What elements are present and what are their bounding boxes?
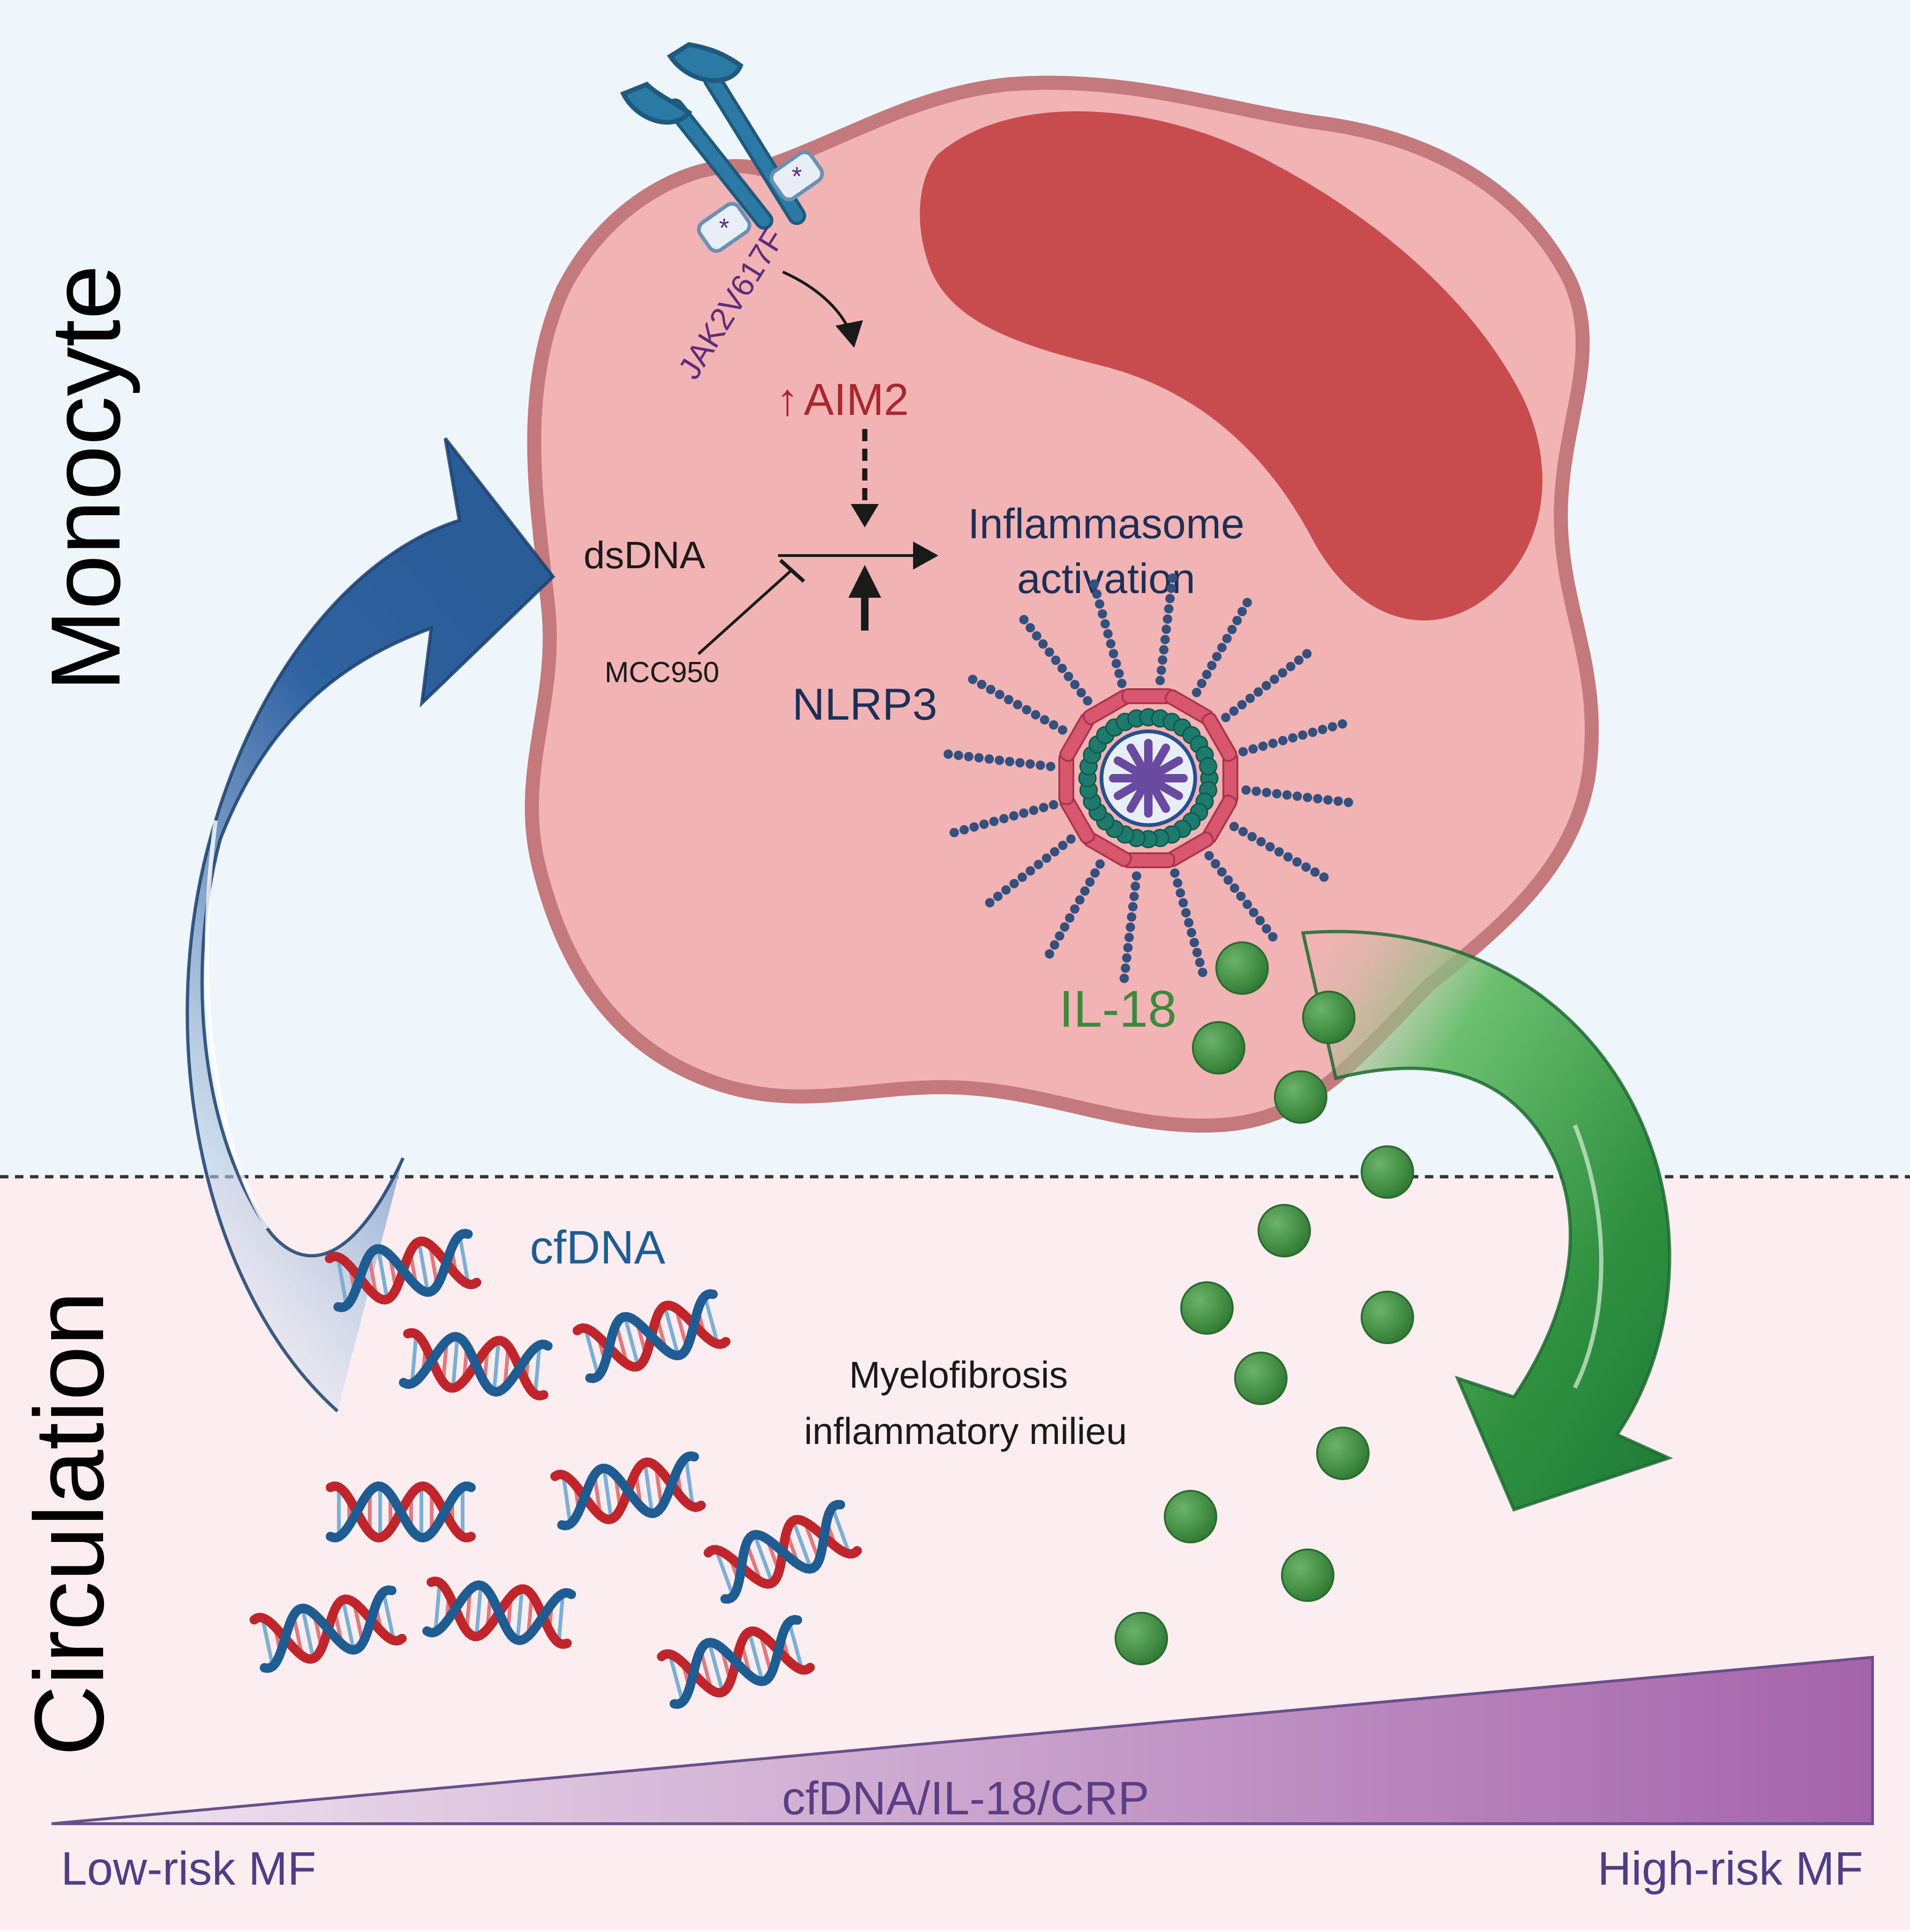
nucleus (920, 111, 1543, 621)
cfdna-helix (572, 1289, 731, 1383)
low-risk-label: Low-risk MF (61, 1842, 316, 1895)
cfdna-helix (657, 1615, 815, 1709)
cfdna-helix (422, 1576, 576, 1649)
inflammasome-filament (1229, 822, 1329, 882)
il18-release-arrow (1301, 930, 1673, 1512)
risk-gradient-wedge (51, 1655, 1874, 1825)
il18-molecule (1274, 1070, 1327, 1124)
mutation-asterisk-left: * (719, 213, 729, 242)
aim2-up-arrow: ↑ (776, 375, 799, 425)
inflammasome-filament (985, 834, 1076, 908)
cfdna-helix (326, 1481, 476, 1543)
il18-molecule (1115, 1612, 1168, 1665)
mutation-asterisk-right: * (792, 161, 802, 191)
circulation-section-label: Circulation (14, 1291, 124, 1756)
mcc950-label: MCC950 (605, 656, 719, 689)
il18-label: IL-18 (1059, 980, 1177, 1038)
nlrp3-arrowhead (848, 565, 881, 598)
inflammasome-filament (1045, 859, 1105, 959)
il18-molecule (1164, 1490, 1217, 1543)
inflammasome-filament (1241, 785, 1353, 807)
cfdna-helix (550, 1451, 706, 1531)
inflammasome-filament (1089, 579, 1127, 688)
asc-bead (1199, 757, 1218, 776)
il18-molecule (1234, 1352, 1288, 1405)
cfdna-arrow-highlight (205, 820, 269, 1230)
monocyte-section-label: Monocyte (30, 265, 141, 692)
aim2-dashed-arrowhead (851, 504, 879, 527)
inflammasome-filament (1170, 868, 1207, 977)
il18-molecule (1192, 1021, 1245, 1075)
jak2-to-aim2-arrow (782, 271, 863, 348)
il18-arrow-highlight (1573, 1124, 1603, 1389)
cfdna-helix (325, 1229, 481, 1312)
il18-molecule (1316, 1427, 1370, 1480)
dsdna-label: dsDNA (584, 534, 705, 577)
activation-label: activation (1017, 556, 1195, 602)
mutation-marker-right: * (770, 150, 824, 202)
high-risk-label: High-risk MF (1597, 1842, 1863, 1895)
inflammasome-filament (1155, 573, 1177, 685)
aim2-label: AIM2 (804, 375, 909, 425)
inflammasome-filament (1221, 649, 1312, 722)
biomarker-gradient-label: cfDNA/IL-18/CRP (782, 1772, 1149, 1825)
inflammasome-filament (1204, 851, 1278, 942)
cfdna-helix (704, 1500, 862, 1604)
inflammasome-filament (949, 800, 1058, 837)
inflammasome-filament (1019, 615, 1093, 706)
il18-molecule (1180, 1281, 1234, 1335)
mutation-marker-left: * (697, 202, 751, 253)
inflammasome-filament (944, 749, 1056, 771)
inflammasome-label: Inflammasome (968, 501, 1244, 548)
inflammasome-center (1140, 770, 1157, 787)
il18-molecule (1258, 1204, 1311, 1257)
inflammasome-filament (1192, 598, 1252, 698)
mcc950-inhibition-line (697, 568, 794, 655)
nlrp3-ring-segment (1201, 712, 1237, 762)
cfdna-helix (399, 1328, 553, 1401)
il18-molecule (1361, 1145, 1414, 1199)
inflammasome-complex (944, 573, 1353, 983)
cfdna-label: cfDNA (530, 1221, 666, 1274)
il18-molecule (1281, 1549, 1334, 1602)
inflammasome-filament (1119, 871, 1141, 983)
milieu-line2: inflammatory milieu (804, 1410, 1127, 1452)
inflammasome-filament (968, 675, 1068, 735)
cfdna-helix (249, 1585, 407, 1673)
nlrp3-label: NLRP3 (792, 679, 937, 729)
inflammasome-filament (1238, 719, 1348, 757)
cfdna-strands (249, 1229, 862, 1709)
milieu-line1: Myelofibrosis (849, 1354, 1068, 1396)
il18-molecule (1302, 991, 1356, 1044)
il18-molecule (1361, 1291, 1414, 1344)
mcc950-inhibition-bar (779, 559, 805, 583)
il18-molecule (1215, 941, 1269, 995)
il18-molecules (1115, 941, 1414, 1665)
